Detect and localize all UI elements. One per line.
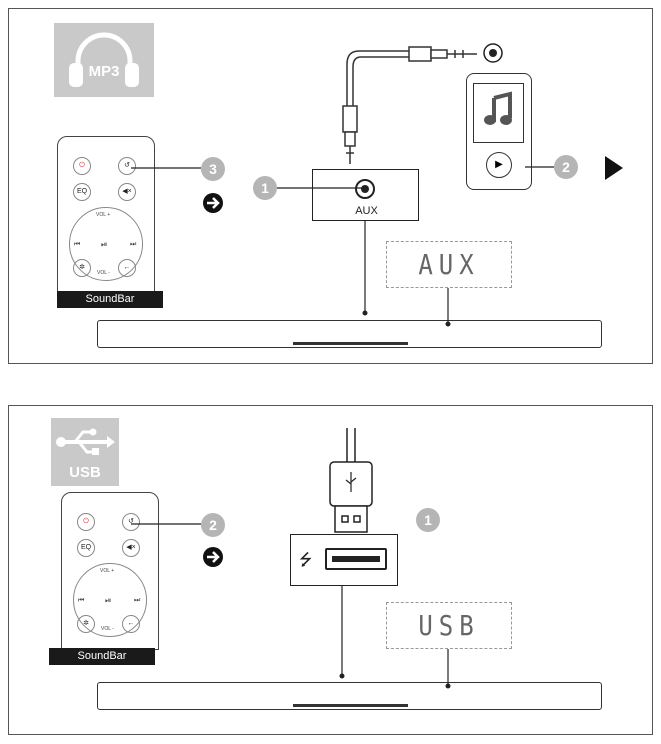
- settings-icon[interactable]: ✲: [73, 259, 91, 277]
- badge-label: USB: [69, 464, 101, 481]
- vol-down-label[interactable]: VOL -: [97, 270, 110, 276]
- remote-label: SoundBar: [57, 291, 163, 308]
- play-pause-icon[interactable]: ⏯: [105, 596, 112, 605]
- headphones-icon: [69, 32, 139, 87]
- source-button[interactable]: ↺: [122, 513, 140, 531]
- badge-label: MP3: [88, 63, 120, 80]
- remote-control: ⏻ ↺ EQ ◀× VOL + VOL - ⏮ ⏭ ⏯ ✲ ←: [61, 492, 159, 650]
- headphone-jack-icon: [483, 43, 503, 63]
- aux-input-box: AUX: [312, 169, 419, 221]
- display-text: USB: [418, 609, 480, 642]
- remote-control: ⏻ ↺ EQ ◀× VOL + VOL - ⏮ ⏭ ⏯ ✲ ←: [57, 136, 155, 294]
- usb-cable: [329, 428, 373, 533]
- play-icon[interactable]: ▶: [486, 152, 512, 178]
- next-icon[interactable]: ⏭: [134, 597, 141, 604]
- soundbar: [97, 320, 602, 348]
- display-usb: USB: [386, 602, 512, 649]
- vol-down-label[interactable]: VOL -: [101, 626, 114, 632]
- aux-label: AUX: [355, 205, 378, 217]
- music-note-icon: [484, 91, 512, 125]
- usb-port-box: ⭍: [290, 534, 398, 586]
- mute-button[interactable]: ◀×: [118, 183, 136, 201]
- display-aux: AUX: [386, 241, 512, 288]
- step-2-marker: 2: [201, 513, 225, 537]
- usb-port[interactable]: [325, 548, 387, 570]
- step-2-marker: 2: [554, 155, 578, 179]
- usb-connection-panel: USB ⏻ ↺ EQ ◀× VOL + VOL - ⏮ ⏭ ⏯ ✲ ← Soun…: [8, 405, 653, 735]
- vol-up-label[interactable]: VOL +: [100, 568, 115, 574]
- arrow-right-circle-icon: [203, 193, 223, 213]
- mp3-player: ▶: [466, 73, 532, 190]
- mute-button[interactable]: ◀×: [122, 539, 140, 557]
- play-pause-icon[interactable]: ⏯: [101, 240, 108, 249]
- audio-cable: [342, 46, 477, 164]
- aux-jack[interactable]: [355, 179, 375, 199]
- play-triangle-icon: [605, 156, 623, 180]
- step-3-marker: 3: [201, 157, 225, 181]
- display-text: AUX: [418, 248, 480, 281]
- prev-icon[interactable]: ⏮: [74, 241, 81, 248]
- player-screen: [473, 83, 524, 143]
- eq-button[interactable]: EQ: [77, 539, 95, 557]
- usb-symbol-icon: ⭍: [299, 552, 313, 569]
- step-1-marker: 1: [416, 508, 440, 532]
- prev-icon[interactable]: ⏮: [78, 597, 85, 604]
- arrow-right-circle-icon: [203, 547, 223, 567]
- source-button[interactable]: ↺: [118, 157, 136, 175]
- next-icon[interactable]: ⏭: [130, 241, 137, 248]
- eq-button[interactable]: EQ: [73, 183, 91, 201]
- step-1-marker: 1: [253, 176, 277, 200]
- aux-connection-lines: [131, 43, 623, 327]
- soundbar: [97, 682, 602, 710]
- mp3-badge: MP3: [54, 23, 154, 97]
- usb-icon: [56, 428, 115, 455]
- power-icon[interactable]: ⏻: [73, 157, 91, 175]
- power-icon[interactable]: ⏻: [77, 513, 95, 531]
- back-icon[interactable]: ←: [122, 615, 140, 633]
- dpad: VOL + VOL - ⏮ ⏭ ⏯: [69, 207, 143, 281]
- usb-badge: USB: [51, 418, 119, 486]
- remote-label: SoundBar: [49, 648, 155, 665]
- vol-up-label[interactable]: VOL +: [96, 212, 111, 218]
- usb-connection-lines: [131, 428, 451, 689]
- aux-connection-panel: MP3 ⏻ ↺ EQ ◀× VOL + VOL - ⏮ ⏭ ⏯ ✲ ← Soun…: [8, 8, 653, 364]
- settings-icon[interactable]: ✲: [77, 615, 95, 633]
- dpad: VOL + VOL - ⏮ ⏭ ⏯: [73, 563, 147, 637]
- back-icon[interactable]: ←: [118, 259, 136, 277]
